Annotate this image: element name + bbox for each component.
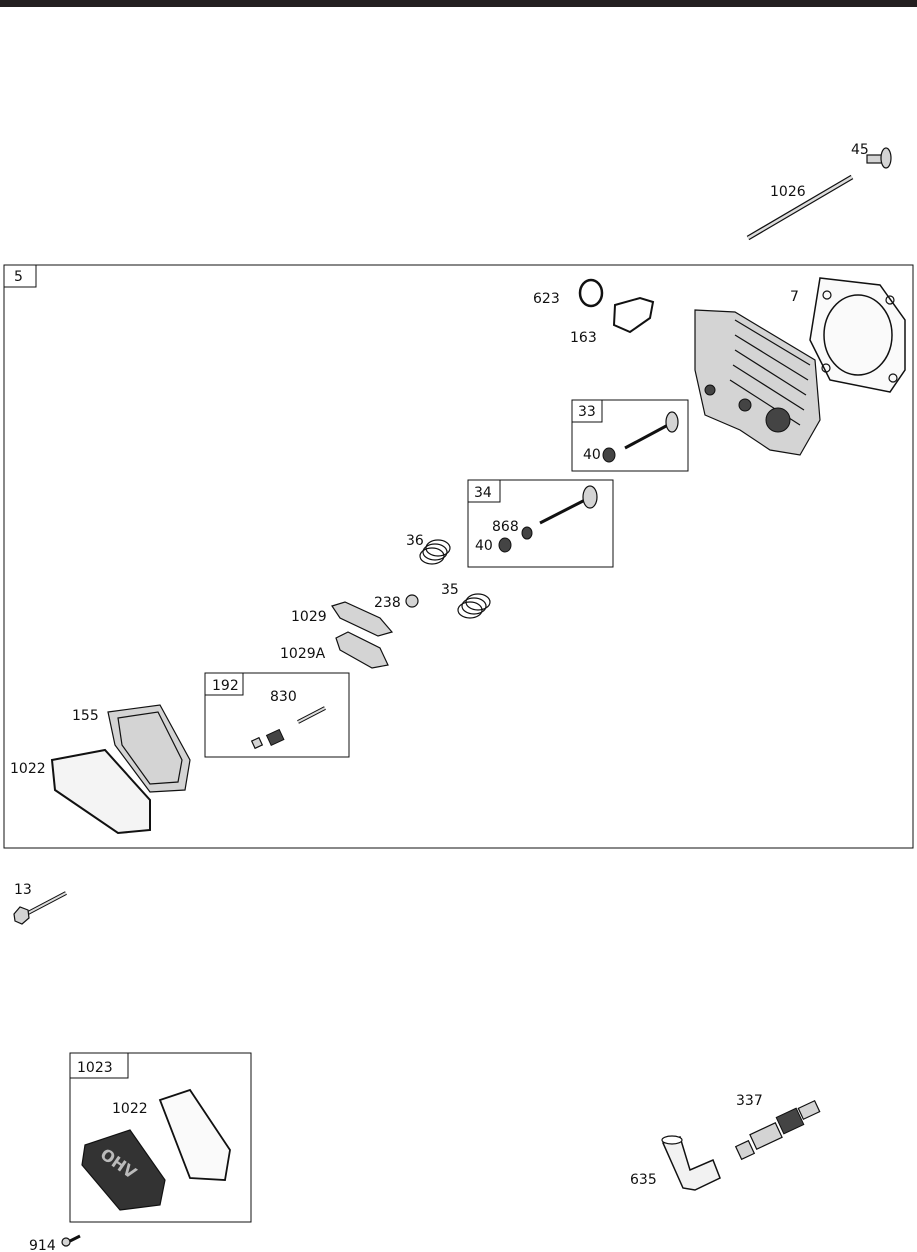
callout-192: 192 — [212, 678, 239, 694]
kit-34-tag — [467, 479, 501, 503]
intake-valve-part — [539, 485, 598, 525]
rocker-stud-part — [250, 706, 326, 750]
callout-155: 155 — [72, 708, 99, 724]
callout-5: 5 — [14, 269, 23, 285]
callout-1022b: 1022 — [112, 1101, 148, 1117]
push-rod-part — [746, 174, 854, 241]
callout-1026: 1026 — [770, 184, 806, 200]
callout-163: 163 — [570, 330, 597, 346]
callout-238: 238 — [374, 595, 401, 611]
rocker-cover-part — [107, 704, 191, 793]
spark-plug-boot-part — [661, 1135, 721, 1191]
callout-40b: 40 — [475, 538, 493, 554]
rocker-arm-part-2 — [335, 631, 389, 669]
valve-seal-part — [521, 526, 533, 540]
valve-spring-part-2 — [457, 593, 491, 619]
callout-868: 868 — [492, 519, 519, 535]
callout-623: 623 — [533, 291, 560, 307]
top-rule — [0, 0, 917, 7]
tappet-part — [866, 147, 892, 169]
intake-gasket-part — [612, 296, 655, 334]
callout-635: 635 — [630, 1172, 657, 1188]
spark-plug-part — [734, 1099, 821, 1161]
exhaust-valve-part — [624, 411, 679, 450]
callout-45: 45 — [851, 142, 869, 158]
retainer-part — [602, 447, 616, 463]
kit-5-frame — [3, 264, 914, 849]
kit-1023-frame — [69, 1052, 252, 1223]
callout-1023: 1023 — [77, 1060, 113, 1076]
head-gasket-part — [809, 277, 906, 393]
valve-spring-part — [419, 539, 451, 565]
kit-5-tag — [3, 264, 37, 288]
kit-192-tag — [204, 672, 244, 696]
head-bolt-part — [13, 891, 67, 925]
rocker-arm-part — [331, 601, 394, 637]
valve-cap-part — [405, 594, 419, 608]
cover-gasket-part-2 — [158, 1088, 231, 1181]
kit-33-frame — [571, 399, 689, 472]
callout-13: 13 — [14, 882, 32, 898]
screw-part — [61, 1234, 81, 1247]
callout-33: 33 — [578, 404, 596, 420]
retainer-part-2 — [498, 537, 512, 553]
callout-1022a: 1022 — [10, 761, 46, 777]
callout-35: 35 — [441, 582, 459, 598]
kit-33-tag — [571, 399, 603, 423]
callout-337: 337 — [736, 1093, 763, 1109]
cover-gasket-part — [50, 748, 151, 835]
o-ring-part — [578, 278, 604, 308]
callout-1029: 1029 — [291, 609, 327, 625]
callout-34: 34 — [474, 485, 492, 501]
kit-34-frame — [467, 479, 614, 568]
callout-7: 7 — [790, 289, 799, 305]
kit-1023-tag — [69, 1052, 129, 1079]
callout-36: 36 — [406, 533, 424, 549]
callout-914: 914 — [29, 1238, 56, 1252]
kit-192-frame — [204, 672, 350, 758]
callout-40a: 40 — [583, 447, 601, 463]
callout-830: 830 — [270, 689, 297, 705]
cylinder-head-part — [694, 309, 821, 456]
valve-cover-part: OHV — [81, 1129, 166, 1211]
callout-1029A: 1029A — [280, 646, 326, 662]
